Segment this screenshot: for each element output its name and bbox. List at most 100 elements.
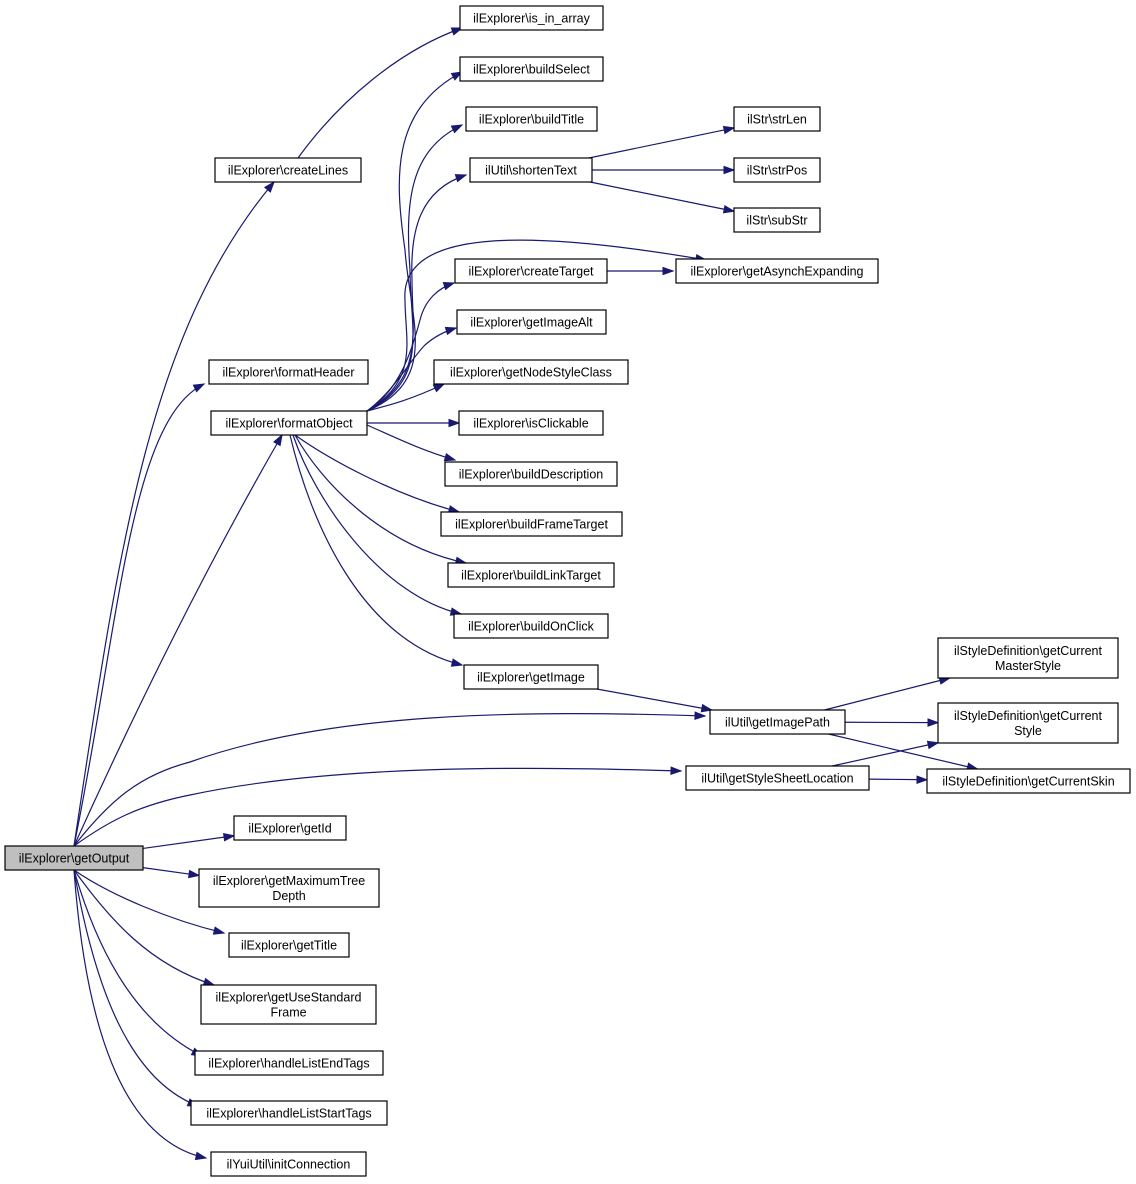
edge-shortenText-to-subStr-arrowhead [722, 204, 736, 214]
node-label: MasterStyle [995, 659, 1061, 673]
node-label: Frame [270, 1006, 306, 1020]
node-getTitle[interactable]: ilExplorer\getTitle [228, 932, 350, 958]
edge-formatObject-to-buildTitle-arrowhead [450, 124, 464, 134]
node-label: ilExplorer\buildOnClick [468, 620, 594, 634]
edge-formatObject-to-buildDescription-arrowhead [443, 452, 457, 462]
node-label: ilExplorer\handleListStartTags [206, 1107, 371, 1121]
node-formatHeader[interactable]: ilExplorer\formatHeader [208, 359, 369, 385]
edge-formatObject-to-shortenText-arrowhead [454, 174, 468, 183]
node-initConnection[interactable]: ilYuiUtil\initConnection [210, 1151, 367, 1177]
edge-formatObject-to-shortenText [366, 174, 467, 412]
node-buildSelect[interactable]: ilExplorer\buildSelect [459, 56, 604, 82]
edge-formatObject-to-buildTitle [366, 124, 463, 412]
node-box [926, 768, 1131, 794]
edge-formatObject-to-createTarget-arrowhead [442, 282, 456, 291]
node-strPos[interactable]: ilStr\strPos [733, 157, 821, 183]
edge-getOutput-to-getImagePath-arrowhead [694, 711, 707, 720]
node-buildLinkTarget[interactable]: ilExplorer\buildLinkTarget [447, 562, 615, 588]
edge-createLines-to-is_in_array [297, 27, 463, 159]
node-label: ilExplorer\buildTitle [479, 113, 584, 127]
call-nodes: ilExplorer\getOutput ilExplorer\is_in_arr… [4, 5, 1131, 1177]
node-box [433, 359, 629, 385]
node-buildOnClick[interactable]: ilExplorer\buildOnClick [453, 613, 609, 639]
node-label: ilExplorer\buildDescription [459, 468, 604, 482]
edge-shortenText-to-strPos-arrowhead [723, 165, 736, 175]
edge-formatObject-to-getNodeStyleClass-arrowhead [432, 383, 446, 393]
node-getImageAlt[interactable]: ilExplorer\getImageAlt [456, 309, 607, 335]
node-buildTitle[interactable]: ilExplorer\buildTitle [465, 106, 598, 132]
node-label: ilExplorer\formatObject [225, 417, 353, 431]
node-is_in_array[interactable]: ilExplorer\is_in_array [459, 5, 604, 31]
node-handleListStartTags[interactable]: ilExplorer\handleListStartTags [190, 1100, 388, 1126]
edge-formatObject-to-buildOnClick [292, 434, 462, 615]
node-box [194, 1050, 384, 1076]
node-getOutput[interactable]: ilExplorer\getOutput [4, 845, 144, 871]
node-box [210, 410, 368, 436]
edge-getOutput-to-formatObject [73, 434, 283, 847]
node-label: ilYuiUtil\initConnection [227, 1158, 351, 1172]
node-label: ilUtil\getStyleSheetLocation [701, 772, 853, 786]
node-label: ilExplorer\getId [248, 822, 331, 836]
edge-formatObject-to-getImage-arrowhead [450, 658, 464, 667]
node-buildFrameTarget[interactable]: ilExplorer\buildFrameTarget [440, 511, 623, 537]
node-box [937, 637, 1119, 679]
node-label: ilExplorer\getImageAlt [470, 316, 593, 330]
node-box [733, 157, 821, 183]
edge-shortenText-to-subStr [589, 181, 735, 212]
node-label: ilExplorer\getOutput [19, 852, 130, 866]
node-box [685, 765, 870, 791]
node-createLines[interactable]: ilExplorer\createLines [214, 157, 362, 183]
node-box [937, 702, 1119, 744]
node-getNodeStyleClass[interactable]: ilExplorer\getNodeStyleClass [433, 359, 629, 385]
node-label: ilStr\strPos [747, 164, 807, 178]
node-getImagePath[interactable]: ilUtil\getImagePath [709, 709, 846, 735]
node-label: Depth [272, 889, 305, 903]
edge-formatObject-to-buildDescription [366, 424, 456, 461]
node-box [458, 410, 604, 436]
node-box [214, 157, 362, 183]
node-box [453, 613, 609, 639]
edge-formatObject-to-getImageAlt-arrowhead [444, 326, 458, 336]
node-box [469, 157, 593, 183]
edge-formatObject-to-createTarget [366, 282, 455, 412]
node-box [200, 984, 377, 1025]
node-getImage[interactable]: ilExplorer\getImage [463, 664, 599, 690]
node-label: ilExplorer\getTitle [241, 939, 337, 953]
node-isClickable[interactable]: ilExplorer\isClickable [458, 410, 604, 436]
node-buildDescription[interactable]: ilExplorer\buildDescription [444, 461, 618, 487]
edge-formatObject-to-getAsynchExpanding [366, 239, 707, 412]
node-subStr[interactable]: ilStr\subStr [733, 207, 821, 233]
node-label: ilStyleDefinition\getCurrent [954, 709, 1103, 723]
edge-getImagePath-to-getCurrentSkin [828, 733, 978, 770]
edge-getOutput-to-handleListStartTags [73, 869, 199, 1107]
node-label: ilExplorer\buildSelect [473, 63, 590, 77]
node-box [210, 1151, 367, 1177]
edge-getStyleSheetLocation-to-getCurrentStyle [832, 742, 939, 767]
edge-getOutput-to-createLines [73, 181, 275, 847]
node-box [733, 207, 821, 233]
node-box [465, 106, 598, 132]
node-createTarget[interactable]: ilExplorer\createTarget [454, 258, 608, 284]
edge-getOutput-to-getTitle [73, 869, 225, 934]
edge-getOutput-to-getStyleSheetLocation-arrowhead [670, 766, 683, 775]
node-label: ilExplorer\is_in_array [473, 12, 590, 26]
node-shortenText[interactable]: ilUtil\shortenText [469, 157, 593, 183]
node-box [454, 258, 608, 284]
node-label: ilExplorer\buildFrameTarget [455, 518, 608, 532]
edge-getOutput-to-getTitle-arrowhead [212, 926, 226, 935]
node-handleListEndTags[interactable]: ilExplorer\handleListEndTags [194, 1050, 384, 1076]
node-getCurrentSkin[interactable]: ilStyleDefinition\getCurrentSkin [926, 768, 1131, 794]
node-getId[interactable]: ilExplorer\getId [233, 815, 347, 841]
node-getStyleSheetLocation[interactable]: ilUtil\getStyleSheetLocation [685, 765, 870, 791]
edge-formatObject-to-getImage [289, 434, 463, 666]
node-strLen[interactable]: ilStr\strLen [733, 106, 821, 132]
node-formatObject[interactable]: ilExplorer\formatObject [210, 410, 368, 436]
edge-getOutput-to-createLines-arrowhead [263, 180, 275, 193]
node-label: ilExplorer\getAsynchExpanding [690, 265, 863, 279]
node-getAsynchExpanding[interactable]: ilExplorer\getAsynchExpanding [675, 258, 879, 284]
